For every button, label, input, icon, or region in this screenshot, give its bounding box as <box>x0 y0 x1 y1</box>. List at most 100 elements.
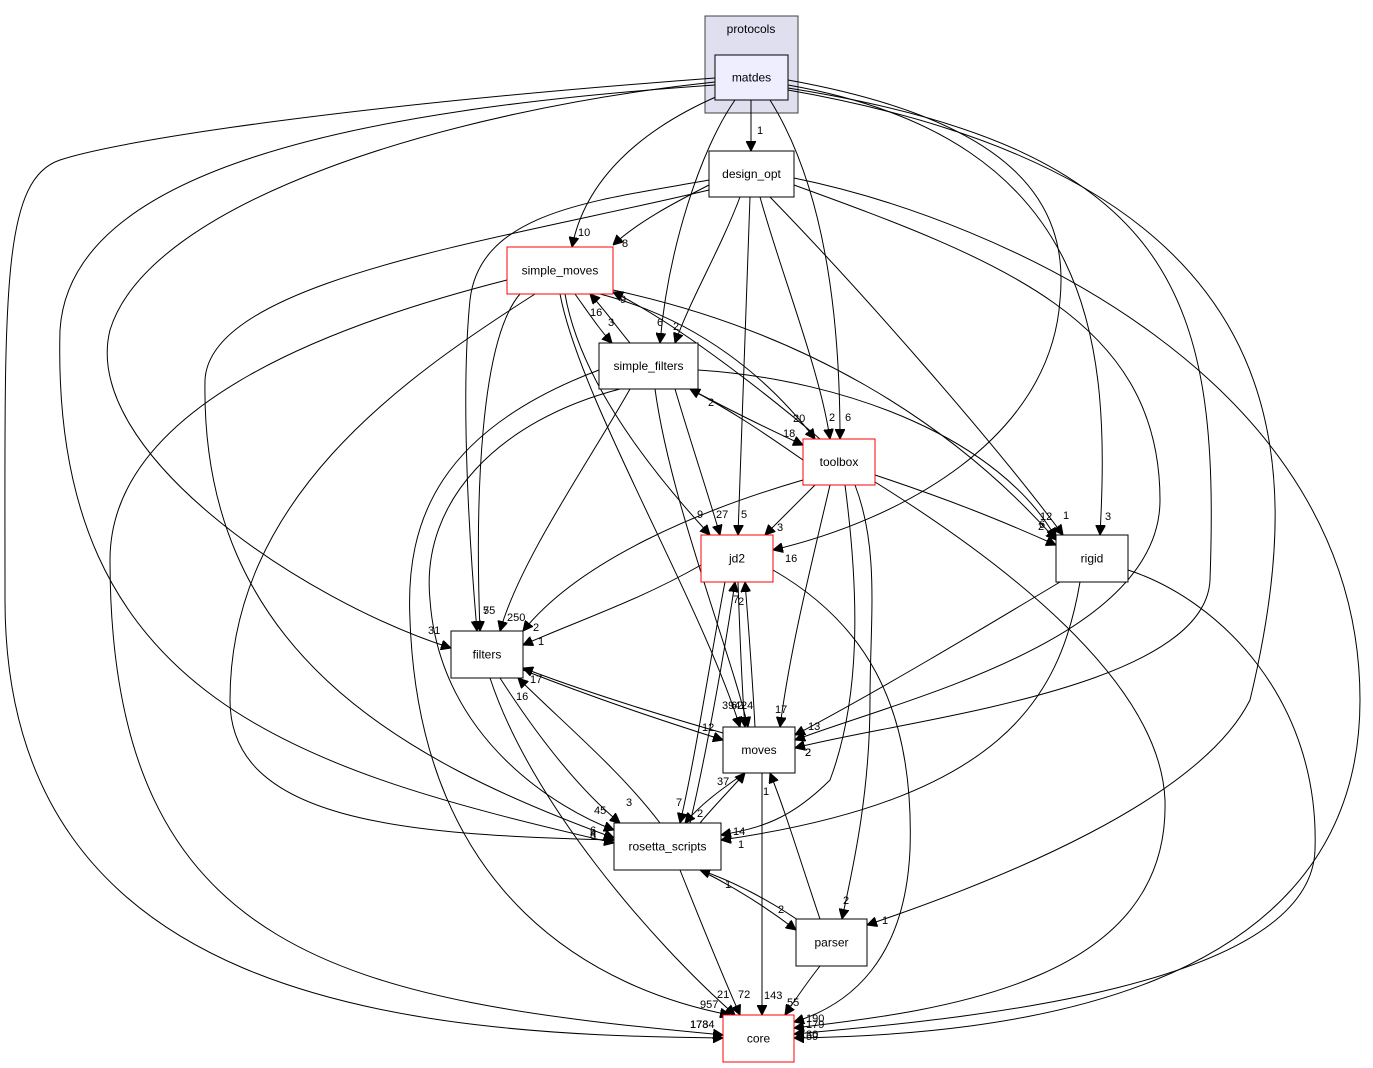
edge-parser-to-rosetta-scripts[interactable]: 1 <box>700 870 806 926</box>
edge-matdes-to-moves[interactable]: 2 <box>787 87 1212 759</box>
edge-simple-moves-to-moves[interactable]: 394 <box>559 293 740 727</box>
edge-label[interactable]: 16 <box>785 553 797 565</box>
node-core[interactable]: core <box>722 1014 795 1063</box>
edge-label[interactable]: 21 <box>717 989 729 1001</box>
edge-toolbox-to-core[interactable]: 179 <box>794 481 1166 1031</box>
edge-parser-to-core[interactable]: 55 <box>785 965 821 1015</box>
edge-parser-to-moves[interactable]: 1 <box>763 773 821 920</box>
edge-toolbox-to-parser[interactable]: 2 <box>842 484 873 919</box>
node-rigid[interactable]: rigid <box>1055 534 1129 583</box>
node-matdes[interactable]: matdes <box>714 54 789 101</box>
edge-label[interactable]: 45 <box>594 805 606 817</box>
edge-toolbox-to-filters[interactable]: 2 <box>523 479 804 634</box>
edge-design-opt-to-filters[interactable]: 5 <box>465 179 710 631</box>
edge-rosetta-scripts-to-moves[interactable]: 37 <box>699 773 745 824</box>
edge-label[interactable]: 1 <box>757 125 763 137</box>
edge-rosetta-scripts-to-parser[interactable]: 2 <box>699 869 796 930</box>
edge-label[interactable]: 62 <box>731 700 743 712</box>
edge-design-opt-to-rigid[interactable]: 1 <box>769 196 1069 535</box>
edge-label[interactable]: 5 <box>741 509 747 521</box>
edge-jd2-to-rosetta-scripts[interactable]: 7 <box>676 581 726 823</box>
edge-label[interactable]: 2 <box>738 596 744 608</box>
edge-label[interactable]: 2 <box>673 321 679 333</box>
edge-filters-to-core[interactable]: 21 <box>489 677 735 1015</box>
edge-simple-moves-to-toolbox[interactable]: 20 <box>599 293 815 439</box>
edge-label[interactable]: 8 <box>622 238 628 250</box>
edge-simple-filters-to-jd2[interactable]: 27 <box>674 388 728 535</box>
edge-label[interactable]: 14 <box>733 826 745 838</box>
edge-label[interactable]: 2 <box>805 747 811 759</box>
edge-label[interactable]: 2 <box>697 808 703 820</box>
edge-label[interactable]: 2 <box>805 747 811 759</box>
edge-simple-filters-to-rosetta-scripts[interactable]: 45 <box>428 388 621 830</box>
edge-toolbox-to-rosetta-scripts[interactable]: 14 <box>721 484 856 838</box>
edge-label[interactable]: 2 <box>533 622 539 634</box>
edge-jd2-to-core[interactable]: 190 <box>772 569 911 1025</box>
edge-rosetta-scripts-to-filters[interactable]: 16 <box>516 678 661 824</box>
edge-label[interactable]: 17 <box>530 674 542 686</box>
edge-rosetta-scripts-to-jd2[interactable]: 7 <box>689 582 739 824</box>
edge-rigid-to-core[interactable]: 59 <box>794 569 1316 1043</box>
edge-jd2-to-filters[interactable]: 1 <box>523 564 702 648</box>
edge-design-opt-to-rosetta-scripts[interactable]: 4 <box>204 189 710 840</box>
edge-label[interactable]: 143 <box>764 990 782 1002</box>
edge-toolbox-to-jd2[interactable]: 3 <box>765 484 816 535</box>
edge-moves-to-rosetta-scripts[interactable]: 2 <box>685 772 746 823</box>
edge-label[interactable]: 59 <box>806 1031 818 1043</box>
edge-toolbox-to-simple-filters[interactable]: 2 <box>690 389 804 461</box>
edge-label[interactable]: 2 <box>829 412 835 424</box>
edge-simple-filters-to-moves[interactable]: 62 <box>654 388 748 727</box>
edge-label[interactable]: 2 <box>843 895 849 907</box>
edge-moves-to-jd2[interactable]: 2 <box>738 582 756 728</box>
edge-toolbox-to-moves[interactable]: 17 <box>775 484 831 727</box>
edge-design-opt-to-simple-filters[interactable]: 2 <box>673 196 741 343</box>
edge-matdes-to-simple-filters[interactable]: 6 <box>657 99 736 343</box>
edge-label[interactable]: 9 <box>620 294 626 306</box>
edge-label[interactable]: 6 <box>845 412 851 424</box>
edge-label[interactable]: 3 <box>626 797 632 809</box>
edge-label[interactable]: 2 <box>778 904 784 916</box>
edge-label[interactable]: 394 <box>722 700 740 712</box>
edge-matdes-to-toolbox[interactable]: 6 <box>769 99 851 439</box>
edge-matdes-to-jd2[interactable]: 16 <box>773 79 1062 565</box>
node-simple-moves[interactable]: simple_moves <box>506 246 614 295</box>
edge-label[interactable]: 3 <box>1105 511 1111 523</box>
edge-label[interactable]: 7 <box>733 594 739 606</box>
edge-rosetta-scripts-to-core[interactable]: 72 <box>679 869 750 1015</box>
edge-label[interactable]: 24 <box>741 700 753 712</box>
node-toolbox[interactable]: toolbox <box>802 438 876 486</box>
edge-label[interactable]: 17 <box>775 704 787 716</box>
edge-matdes-to-design-opt[interactable]: 1 <box>751 100 763 151</box>
edge-filters-to-moves[interactable]: 12 <box>522 669 723 740</box>
edge-design-opt-to-core[interactable]: 30 <box>793 177 1361 1041</box>
edge-label[interactable]: 3 <box>608 317 614 329</box>
edge-label[interactable]: 1 <box>738 839 744 851</box>
edge-label[interactable]: 18 <box>783 428 795 440</box>
edge-rigid-to-rosetta-scripts[interactable]: 1 <box>721 581 1081 851</box>
edge-label[interactable]: 7 <box>676 797 682 809</box>
edge-label[interactable]: 190 <box>806 1013 824 1025</box>
edge-label[interactable]: 4 <box>590 828 596 840</box>
edge-simple-filters-to-toolbox[interactable]: 18 <box>689 388 803 445</box>
edge-simple-filters-to-filters[interactable]: 250 <box>500 388 631 631</box>
edge-label[interactable]: 55 <box>787 997 799 1009</box>
edge-matdes-to-rigid[interactable]: 3 <box>787 84 1111 535</box>
edge-label[interactable]: 72 <box>738 989 750 1001</box>
node-jd2[interactable]: jd2 <box>700 534 774 583</box>
edge-filters-to-rosetta-scripts[interactable]: 3 <box>499 677 632 823</box>
edge-label[interactable]: 10 <box>578 227 590 239</box>
edge-label[interactable]: 6 <box>1039 519 1045 531</box>
edge-label[interactable]: 8 <box>590 830 596 842</box>
edge-label[interactable]: 13 <box>808 721 820 733</box>
edge-label[interactable]: 2 <box>1038 521 1044 533</box>
edge-label[interactable]: 6 <box>657 317 663 329</box>
edge-label[interactable]: 957 <box>700 999 718 1011</box>
edge-label[interactable]: 1 <box>882 915 888 927</box>
edge-moves-to-filters[interactable]: 17 <box>523 668 724 734</box>
edge-label[interactable]: 2 <box>708 397 714 409</box>
node-simple-filters[interactable]: simple_filters <box>598 342 699 390</box>
edge-simple-moves-to-filters[interactable]: 75 <box>478 293 521 631</box>
node-filters[interactable]: filters <box>450 630 524 679</box>
edge-label[interactable]: 1 <box>725 879 731 891</box>
edge-label[interactable]: 12 <box>702 722 714 734</box>
